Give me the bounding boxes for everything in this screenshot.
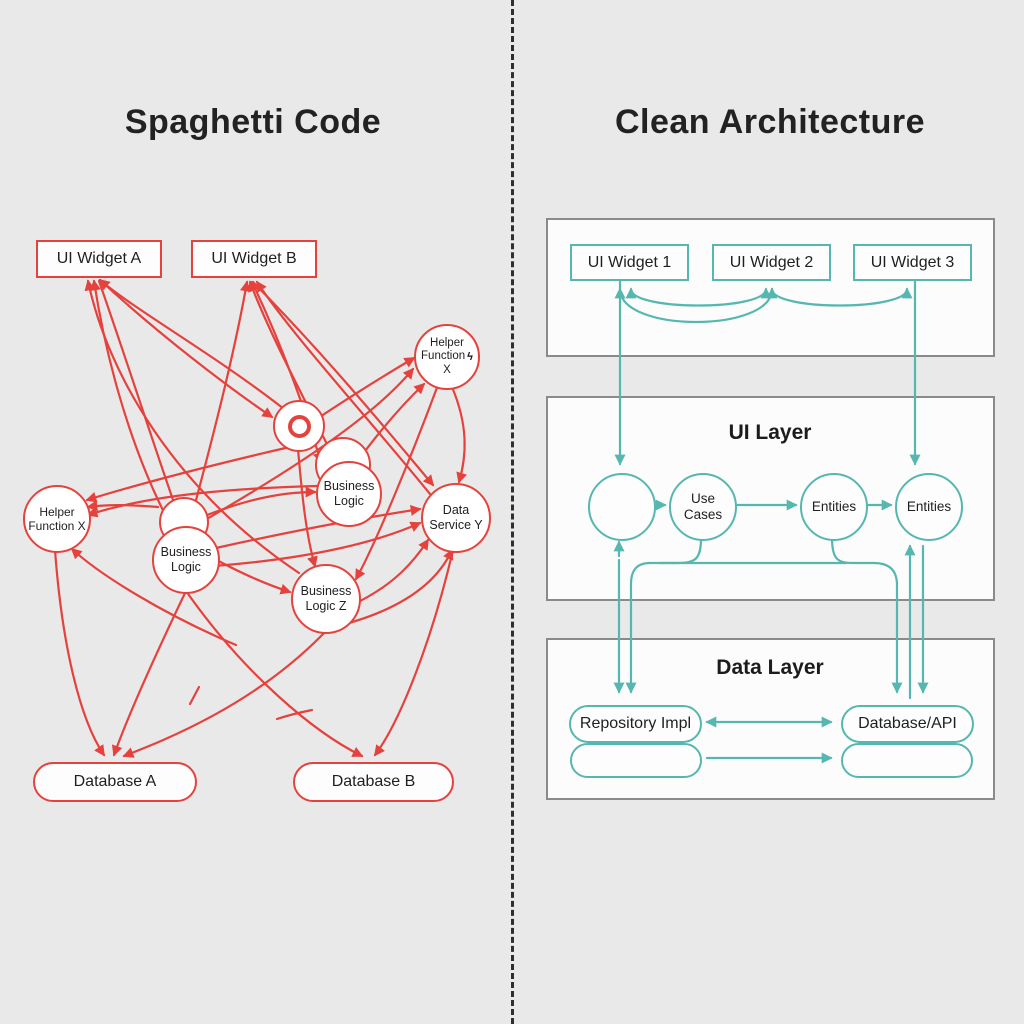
use-cases-label: Use Cases (683, 491, 723, 522)
helper-function-x-left-circle: Helper Function X (23, 485, 91, 553)
ui-layer-blank-circle (588, 473, 656, 541)
database-a-label: Database A (73, 773, 157, 790)
data-layer-title: Data Layer (716, 656, 824, 679)
database-b-label: Database B (331, 773, 416, 790)
spaghetti-title: Spaghetti Code (124, 103, 382, 141)
blank-pill-left (570, 743, 702, 778)
spark-glyph: ϟ (467, 350, 473, 363)
data-service-line1: Data (442, 503, 470, 518)
business-left-line2: Logic (171, 560, 201, 574)
database-api-label: Database/API (858, 715, 957, 732)
spaghetti-wires (53, 278, 467, 758)
database-api-pill: Database/API (841, 705, 974, 743)
repository-impl-pill: Repository Impl (569, 705, 702, 743)
ring-circle (273, 400, 325, 452)
repository-impl-label: Repository Impl (579, 715, 692, 732)
presentation-layer-box (546, 218, 995, 357)
entities-circle-2: Entities (895, 473, 963, 541)
data-service-y-circle: Data Service Y (421, 483, 491, 553)
ui-widget-2-box: UI Widget 2 (712, 244, 831, 281)
database-b-pill: Database B (293, 762, 454, 802)
business-z-line2: Logic Z (305, 599, 347, 613)
ui-widget-2-label: UI Widget 2 (729, 253, 814, 271)
ring-dot (287, 414, 311, 438)
business-z-line1: Business (300, 584, 352, 599)
ui-widget-1-label: UI Widget 1 (587, 253, 672, 271)
business-left-line1: Business (160, 545, 212, 560)
business-logic-z-circle: Business Logic Z (291, 564, 361, 634)
ui-widget-b-label: UI Widget B (211, 250, 297, 267)
helper-top-line1: Helper (430, 336, 464, 349)
ui-widget-b-box: UI Widget B (191, 240, 317, 278)
ui-widget-a-box: UI Widget A (36, 240, 162, 278)
blank-pill-right (841, 743, 973, 778)
business-mid-line2: Logic (334, 494, 364, 508)
ui-widget-a-label: UI Widget A (56, 250, 142, 267)
database-a-pill: Database A (33, 762, 197, 802)
ui-widget-3-label: UI Widget 3 (870, 253, 955, 271)
clean-architecture-title: Clean Architecture (614, 103, 926, 141)
helper-top-line3: X (443, 363, 451, 376)
business-logic-mid-circle: Business Logic (316, 461, 382, 527)
entities-label: Entities (811, 499, 857, 515)
ui-widget-1-box: UI Widget 1 (570, 244, 689, 281)
helper-left-line2: Function X (28, 519, 86, 533)
data-service-line2: Service Y (429, 518, 483, 532)
business-mid-line1: Business (323, 479, 375, 494)
panel-divider (511, 0, 514, 1024)
entities-circle: Entities (800, 473, 868, 541)
entities-2-label: Entities (906, 499, 952, 515)
ui-layer-title: UI Layer (728, 421, 812, 444)
business-logic-left-circle: Business Logic (152, 526, 220, 594)
ui-widget-3-box: UI Widget 3 (853, 244, 972, 281)
helper-left-line1: Helper (39, 504, 75, 519)
use-cases-circle: Use Cases (669, 473, 737, 541)
